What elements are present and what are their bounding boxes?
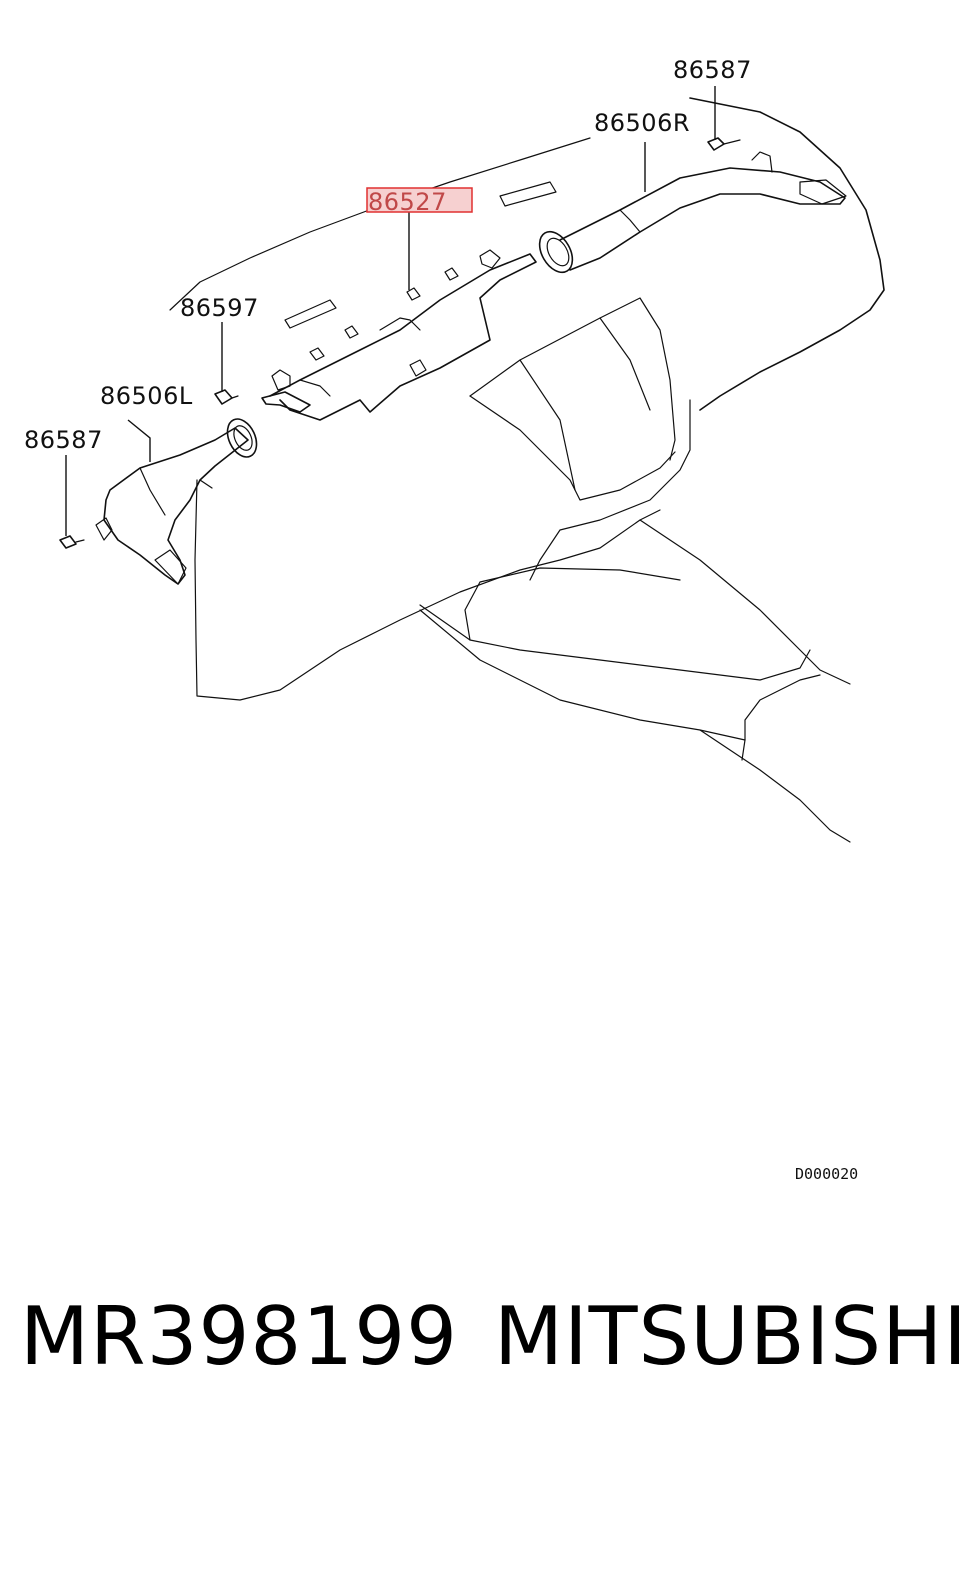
brand-name: MITSUBISHI: [494, 1290, 960, 1383]
caption: MR398199 MITSUBISHI: [0, 1290, 960, 1400]
screw-top-right: [707, 137, 741, 151]
part-number: MR398199: [20, 1290, 458, 1383]
callout-86506R: 86506R: [594, 109, 690, 137]
right-duct-86506R: [538, 151, 847, 274]
callout-86506L: 86506L: [100, 382, 193, 410]
left-duct-86506L: [95, 418, 258, 585]
parts-diagram: 86587 86506R 86527 86597 86506L 86587 D0…: [24, 56, 885, 1183]
leader-lines: [65, 86, 716, 536]
diagram-code: D000020: [795, 1165, 858, 1183]
callout-86587-left: 86587: [24, 426, 103, 454]
callout-86527: 86527: [368, 188, 447, 216]
dashboard-outline: [169, 97, 885, 843]
center-duct-86527: [261, 249, 537, 421]
callout-86597: 86597: [180, 294, 259, 322]
screw-left: [59, 535, 85, 549]
clip-86597: [214, 389, 239, 405]
highlight-box: [366, 187, 473, 213]
callout-86587-top: 86587: [673, 56, 752, 84]
